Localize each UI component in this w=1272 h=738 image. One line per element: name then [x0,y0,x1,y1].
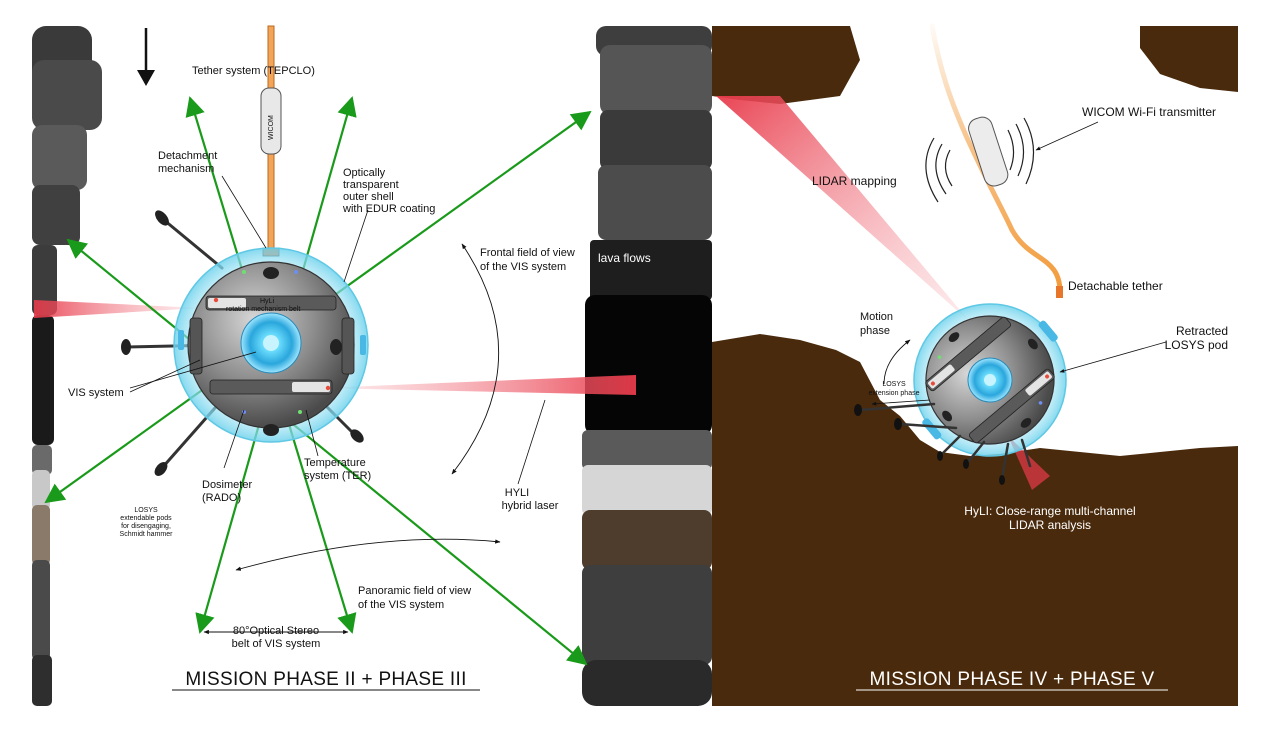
temperature-label-2: system (TER) [304,470,371,482]
tether-system-label: Tether system (TEPCLO) [192,65,315,77]
losys-label-1: LOSYS [134,507,158,514]
detachment-label-2: mechanism [158,163,214,175]
left-panel: lava flows WICOM Tether system (TEPCLO) [32,26,712,706]
wicom-label: WICOM [268,115,275,140]
temperature-label-1: Temperature [304,457,366,469]
shell-label-4: with EDUR coating [342,203,435,215]
ceiling-rock-left [712,26,860,104]
phase-title-right: MISSION PHASE IV + PHASE V [870,669,1155,690]
phase-title-left: MISSION PHASE II + PHASE III [185,669,466,690]
detachment-label-1: Detachment [158,150,217,162]
stereo-belt-label-2: belt of VIS system [232,638,321,650]
motion-phase-label-2: phase [860,325,890,337]
stereo-belt-label-1: 80°Optical Stereo [233,625,319,637]
hyli-analysis-label-2: LIDAR analysis [1009,518,1091,532]
lidar-mapping-label: LIDAR mapping [812,174,897,188]
losys-extension-label-2: extension phase [869,390,920,397]
hyli-laser-label-2: hybrid laser [502,500,559,512]
belt-label-line1: HyLi [260,298,274,305]
retracted-pod-label-1: Retracted [1176,324,1228,338]
retracted-pod-label-2: LOSYS pod [1165,338,1228,352]
losys-label-3: for disengaging, [121,523,171,530]
lava-flows-label: lava flows [598,251,651,265]
frontal-fov-label-2: of the VIS system [480,261,566,273]
losys-label-2: extendable pods [120,515,172,522]
right-panel: LIDAR mapping WICOM Wi-Fi transmitter De… [712,26,1238,706]
losys-label-4: Schmidt hammer [120,531,174,538]
hyli-laser-label-1: HYLI [505,487,529,499]
vis-system-label: VIS system [68,387,124,399]
hyli-analysis-label-1: HyLI: Close-range multi-channel [964,504,1135,518]
probe-phase-two [174,248,368,442]
panoramic-fov-label-2: of the VIS system [358,599,444,611]
shell-label-3: outer shell [343,191,394,203]
detachable-tether-label: Detachable tether [1068,279,1163,293]
frontal-fov-label-1: Frontal field of view [480,247,575,259]
motion-phase-label-1: Motion [860,311,893,323]
wicom-transmitter-label: WICOM Wi-Fi transmitter [1082,105,1216,119]
middle-cave-wall [582,26,712,706]
dosimeter-label-1: Dosimeter [202,479,252,491]
shell-label-2: transparent [343,179,399,191]
dosimeter-label-2: (RADO) [202,492,241,504]
losys-extension-label-1: LOSYS [882,381,906,388]
panoramic-fov-label-1: Panoramic field of view [358,585,471,597]
belt-label-line2: rotation mechanism belt [226,306,300,313]
shell-label-1: Optically [343,167,386,179]
